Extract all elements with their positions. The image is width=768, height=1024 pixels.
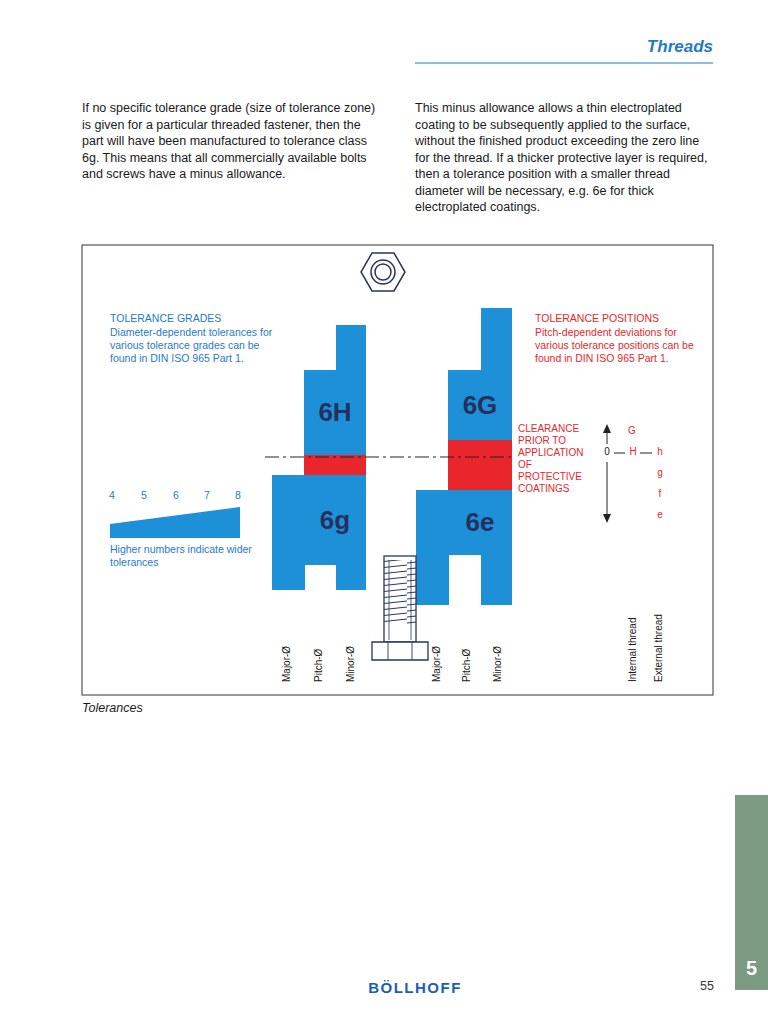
body-text: This minus allowance allows a thin elect… (415, 100, 715, 216)
section-heading: TOLERANCE POSITIONS (535, 312, 710, 325)
grade-number: 8 (231, 489, 245, 502)
grade-number: 6 (169, 489, 183, 502)
axis-label: External thread (653, 614, 664, 682)
clearance-note: CLEARANCE PRIOR TO APPLICATION OF PROTEC… (518, 423, 598, 495)
header-rule (415, 62, 713, 63)
field-label: 6e (466, 507, 495, 538)
column-label: Minor-Ø (492, 646, 503, 682)
page-number: 55 (680, 978, 714, 995)
column-label: Pitch-Ø (461, 649, 472, 682)
grade-number: 5 (137, 489, 151, 502)
chapter-tab: 5 (735, 795, 768, 990)
brand-logo: BÖLLHOFF (365, 978, 465, 998)
figure-frame (82, 245, 713, 695)
bolt-illustration (372, 556, 428, 660)
field-label: 6H (318, 397, 351, 428)
position-arrow (607, 430, 652, 516)
position-letter: g (653, 467, 667, 480)
figure-caption: Tolerances (82, 700, 143, 716)
note-text: Higher numbers indicate wider tolerances (110, 543, 260, 569)
position-letter: f (653, 488, 667, 501)
note-text: Diameter-dependent tolerances for variou… (110, 326, 285, 365)
field-label: 6g (320, 505, 350, 536)
note-text: Pitch-dependent deviations for various t… (535, 326, 707, 365)
position-letter: e (653, 509, 667, 522)
position-letter: G (625, 425, 639, 438)
tolerance-field: 6H (304, 370, 366, 455)
arrow-head (603, 514, 611, 523)
position-letter: h (653, 446, 667, 459)
arrow-head (603, 424, 611, 433)
page-title: Threads (647, 36, 713, 58)
grade-number: 7 (200, 489, 214, 502)
body-text: If no specific tolerance grade (size of … (82, 100, 382, 183)
section-heading: TOLERANCE GRADES (110, 312, 290, 325)
column-label: Major-Ø (431, 646, 442, 682)
field-label: 6G (463, 390, 498, 421)
grade-number: 4 (105, 489, 119, 502)
zero-mark: 0 (600, 446, 614, 459)
field-label: 5 (746, 957, 757, 980)
axis-label: Internal thread (627, 618, 638, 683)
tolerance-field: 6g (304, 475, 366, 565)
column-label: Major-Ø (281, 646, 292, 682)
tolerance-field: 6e (448, 490, 512, 555)
grade-wedge (110, 507, 240, 538)
column-label: Pitch-Ø (313, 649, 324, 682)
zero-line (265, 457, 515, 458)
position-letter: H (626, 446, 640, 459)
tolerance-field: 6G (448, 370, 512, 440)
nut-icon (361, 253, 405, 291)
column-label: Minor-Ø (345, 646, 356, 682)
